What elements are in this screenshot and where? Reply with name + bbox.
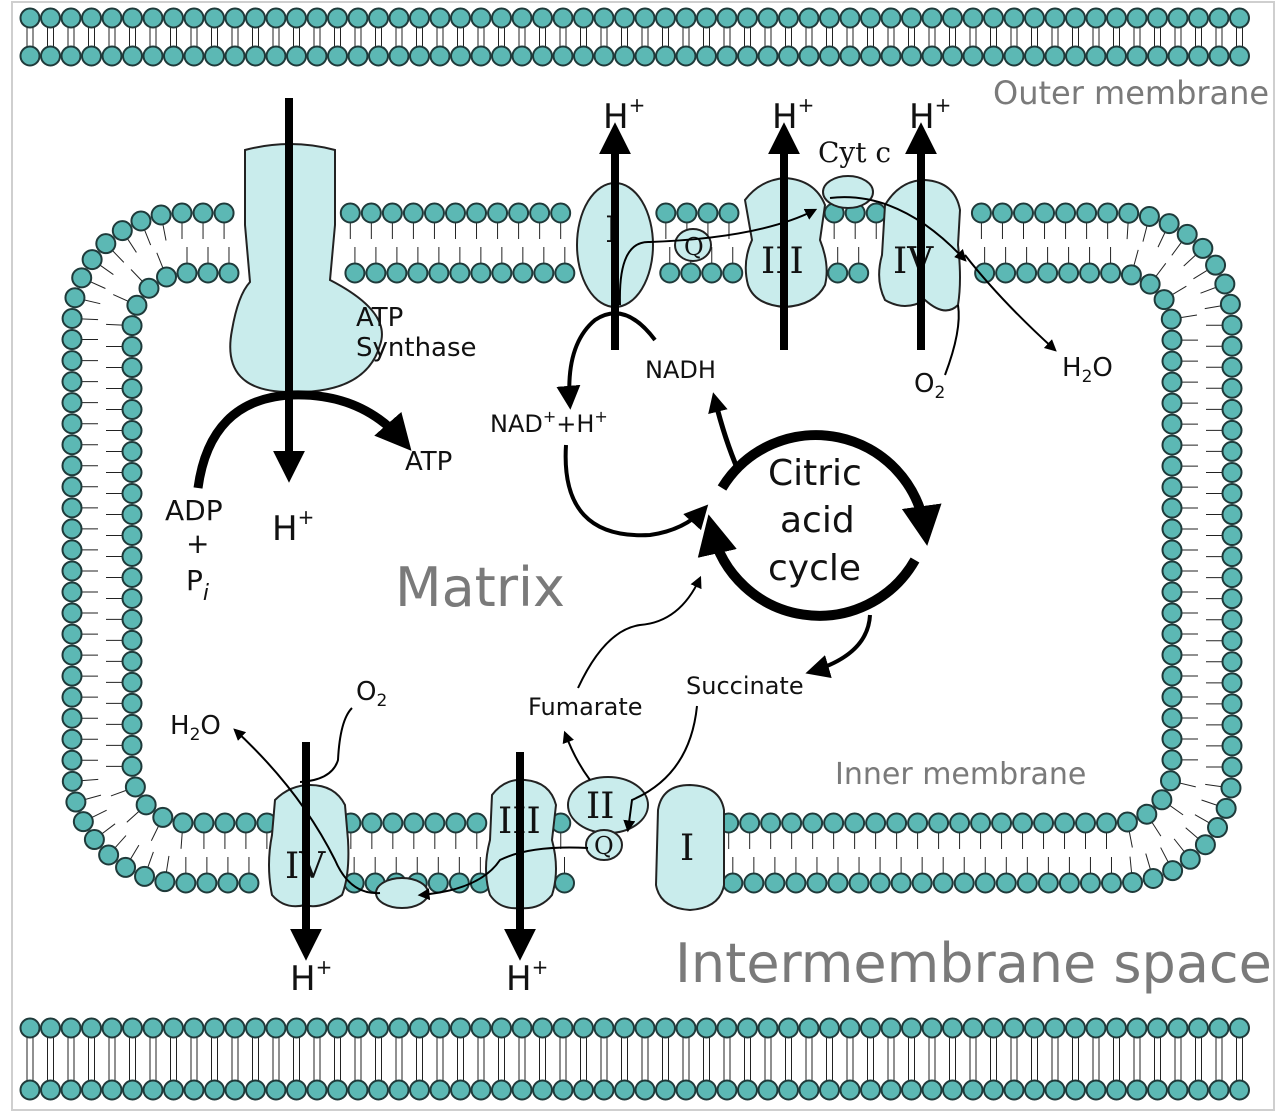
ubiquinone-bottom-label: Q <box>594 832 614 860</box>
proton-label-top-III: H+ <box>772 93 814 137</box>
ubiquinone-top-label: Q <box>684 233 704 261</box>
cycle-arc-bottom <box>697 514 920 621</box>
outer-membrane-label: Outer membrane <box>993 74 1269 112</box>
complex-IV-top-label: IV <box>893 241 934 282</box>
succinate-arrow <box>805 614 872 679</box>
atp-synthase <box>193 98 412 489</box>
proton-label-bottom-IV: H+ <box>290 955 332 999</box>
figure-frame <box>11 1 1275 1111</box>
proton-label-bottom-III: H+ <box>506 955 548 999</box>
water-label-bottom: H2O <box>170 711 221 745</box>
water-label-top: H2O <box>1062 353 1113 387</box>
outer-membrane-bottom <box>19 1017 1250 1101</box>
atp-synthesis-arrow <box>193 390 412 489</box>
complex-II-label: II <box>586 786 614 827</box>
nad-recycle-arrow <box>563 444 709 538</box>
proton-matrix-label: H+ <box>272 505 314 549</box>
oxygen-label-bottom: O2 <box>356 677 387 711</box>
water-arrow-bottom <box>233 728 381 895</box>
electron-path-I-to-cytc <box>618 208 818 306</box>
cycle-label-3: cycle <box>768 548 861 589</box>
II-to-fumarate-arrow <box>562 730 591 781</box>
adp-plus: + <box>186 527 209 560</box>
intermembrane-space-label: Intermembrane space <box>675 932 1272 995</box>
ubiquinone-top <box>674 228 712 262</box>
complex-I-bottom: I <box>654 783 725 912</box>
electron-path-cytc-to-IV <box>829 196 967 262</box>
outer-membrane-top <box>19 7 1250 67</box>
cyt-c-label: Cyt c <box>818 136 891 169</box>
electron-path-bottom-Q-to-cytc <box>417 846 589 901</box>
adp-label: ADP <box>165 494 223 527</box>
oxygen-label-top: O2 <box>914 369 945 403</box>
proton-label-top-IV: H+ <box>909 93 951 137</box>
pi-label: Pi <box>186 564 209 606</box>
proton-label-top-I: H+ <box>603 93 645 137</box>
inner-membrane-label: Inner membrane <box>835 757 1086 792</box>
complex-I-bottom-label: I <box>680 828 694 869</box>
ubiquinone-bottom <box>585 829 623 861</box>
matrix-label: Matrix <box>395 556 565 619</box>
inner-membrane <box>61 202 1243 894</box>
succinate-label: Succinate <box>686 672 804 700</box>
cytochrome-c <box>822 175 874 209</box>
cytochrome-c-bottom <box>375 877 429 909</box>
atp-synthase-label-1: ATP <box>356 303 403 333</box>
oxygen-line-bottom <box>299 707 353 783</box>
succinate-to-II-arrow <box>623 705 698 833</box>
water-arrow-top <box>964 254 1057 352</box>
fumarate-to-cycle-arrow <box>577 575 702 689</box>
nadh-production-arrow <box>708 392 741 471</box>
cycle-label-1: Citric <box>768 453 862 494</box>
nadh-label: NADH <box>645 356 716 384</box>
nad-label: NAD++H+ <box>490 407 608 438</box>
cycle-label-2: acid <box>780 500 855 541</box>
oxygen-line-top <box>944 304 960 376</box>
complex-II: II <box>567 776 649 834</box>
atp-label: ATP <box>405 447 452 477</box>
fumarate-label: Fumarate <box>528 693 643 721</box>
atp-synthase-label-2: Synthase <box>356 333 477 363</box>
nadh-oxidation-arrow <box>556 311 657 410</box>
cycle-arc-top <box>717 430 942 546</box>
